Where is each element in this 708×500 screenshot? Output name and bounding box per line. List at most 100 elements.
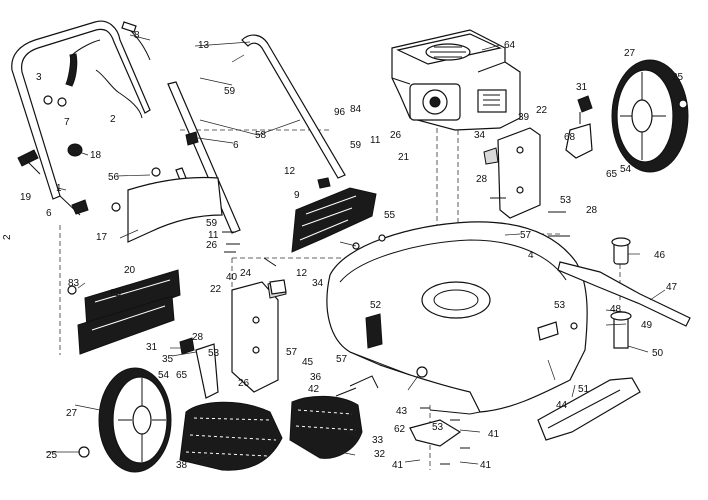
callout-11-b: 11 — [208, 230, 219, 241]
callout-7: 7 — [64, 117, 70, 128]
callout-12-b: 12 — [296, 268, 308, 279]
callout-26-a: 26 — [390, 130, 402, 141]
callout-68: 68 — [564, 132, 576, 143]
callout-53-d: 53 — [432, 422, 444, 433]
callout-6-a: 6 — [233, 140, 239, 151]
control-cable — [65, 21, 151, 119]
callout-28-a: 28 — [476, 174, 488, 185]
rear-axle-bar — [537, 377, 641, 441]
callout-4: 4 — [528, 250, 534, 261]
callout-59-a: 59 — [224, 86, 236, 97]
callout-9: 9 — [294, 190, 300, 201]
callout-41-c: 41 — [480, 460, 492, 471]
callout-58: 58 — [255, 130, 267, 141]
callout-labels: 2 64 27 25 8 13 3 7 2 59 58 96 84 31 22 … — [2, 30, 684, 471]
callout-2: 2 — [110, 114, 116, 125]
callout-85: 85 — [110, 288, 122, 299]
callout-25-bottom: 25 — [46, 450, 58, 461]
callout-17: 17 — [96, 232, 108, 243]
callout-83: 83 — [68, 278, 80, 289]
callout-6-b: 6 — [46, 208, 52, 219]
callout-27-bottom: 27 — [66, 408, 78, 419]
front-wheel-left — [78, 367, 172, 473]
callout-36: 36 — [310, 372, 322, 383]
rear-baffle — [67, 269, 181, 355]
callout-64: 64 — [504, 40, 516, 51]
callout-59-c: 59 — [206, 218, 218, 229]
callout-32: 32 — [374, 449, 386, 460]
callout-45: 45 — [302, 357, 314, 368]
callout-41-b: 41 — [392, 460, 404, 471]
callout-57-b: 57 — [286, 347, 298, 358]
callout-22-b: 22 — [210, 284, 222, 295]
callout-31-b: 31 — [146, 342, 158, 353]
callout-25-top: 25 — [672, 72, 684, 83]
callout-11: 11 — [370, 135, 381, 146]
callout-38: 38 — [176, 460, 188, 471]
callout-54-b: 54 — [158, 370, 170, 381]
callout-20: 20 — [124, 265, 136, 276]
callout-34-top: 34 — [474, 130, 486, 141]
grass-catcher-bag — [179, 401, 283, 471]
callout-34-b: 34 — [312, 278, 324, 289]
callout-31-top: 31 — [576, 82, 588, 93]
callout-8: 8 — [134, 30, 140, 41]
rear-flap — [127, 176, 223, 243]
callout-26-c: 26 — [238, 378, 250, 389]
callout-56: 56 — [108, 172, 120, 183]
callout-18: 18 — [90, 150, 102, 161]
callout-35: 35 — [162, 354, 174, 365]
mower-deck — [326, 221, 588, 415]
rear-wheel-right — [611, 59, 689, 173]
height-adjuster-rear — [565, 112, 593, 159]
upper-handle — [11, 20, 151, 216]
mulch-plug — [289, 395, 363, 459]
discharge-bracket — [483, 127, 541, 219]
callout-49: 49 — [641, 320, 653, 331]
callout-27-top: 27 — [624, 48, 636, 59]
page-marker: 2 — [2, 234, 13, 240]
callout-33: 33 — [372, 435, 384, 446]
callout-53-a: 53 — [560, 195, 572, 206]
callout-41-a: 41 — [488, 429, 500, 440]
handle-knobs — [17, 95, 593, 355]
callout-48: 48 — [610, 304, 622, 315]
callout-47: 47 — [666, 282, 678, 293]
callout-3: 3 — [36, 72, 42, 83]
callout-55: 55 — [384, 210, 396, 221]
callout-40: 40 — [226, 272, 238, 283]
callout-53-c: 53 — [208, 348, 220, 359]
callout-57-c: 57 — [336, 354, 348, 365]
callout-24: 24 — [240, 268, 252, 279]
callout-28-c: 28 — [192, 332, 204, 343]
callout-19: 19 — [20, 192, 32, 203]
callout-62: 62 — [394, 424, 406, 435]
callout-22-top: 22 — [536, 105, 548, 116]
callout-28-b: 28 — [586, 205, 598, 216]
callout-51: 51 — [578, 384, 590, 395]
callout-44: 44 — [556, 400, 568, 411]
callout-42: 42 — [308, 384, 320, 395]
callout-46: 46 — [654, 250, 666, 261]
callout-57-a: 57 — [520, 230, 532, 241]
engine — [391, 29, 521, 131]
callout-21: 21 — [398, 152, 410, 163]
side-deflector — [291, 187, 377, 253]
callout-26-b: 26 — [206, 240, 218, 251]
callout-52: 52 — [370, 300, 382, 311]
callout-59-b: 59 — [350, 140, 362, 151]
callout-39: 39 — [518, 112, 530, 123]
leader-lines — [46, 34, 666, 465]
callout-12-a: 12 — [284, 166, 296, 177]
fasteners — [222, 197, 578, 465]
callout-84: 84 — [350, 104, 362, 115]
callout-43: 43 — [396, 406, 408, 417]
callout-50: 50 — [652, 348, 664, 359]
mower-blade — [557, 237, 691, 349]
callout-1: 1 — [56, 183, 62, 194]
callout-96: 96 — [334, 107, 346, 118]
callout-65-b: 65 — [176, 370, 188, 381]
callout-54-top: 54 — [620, 164, 632, 175]
callout-13: 13 — [198, 40, 210, 51]
